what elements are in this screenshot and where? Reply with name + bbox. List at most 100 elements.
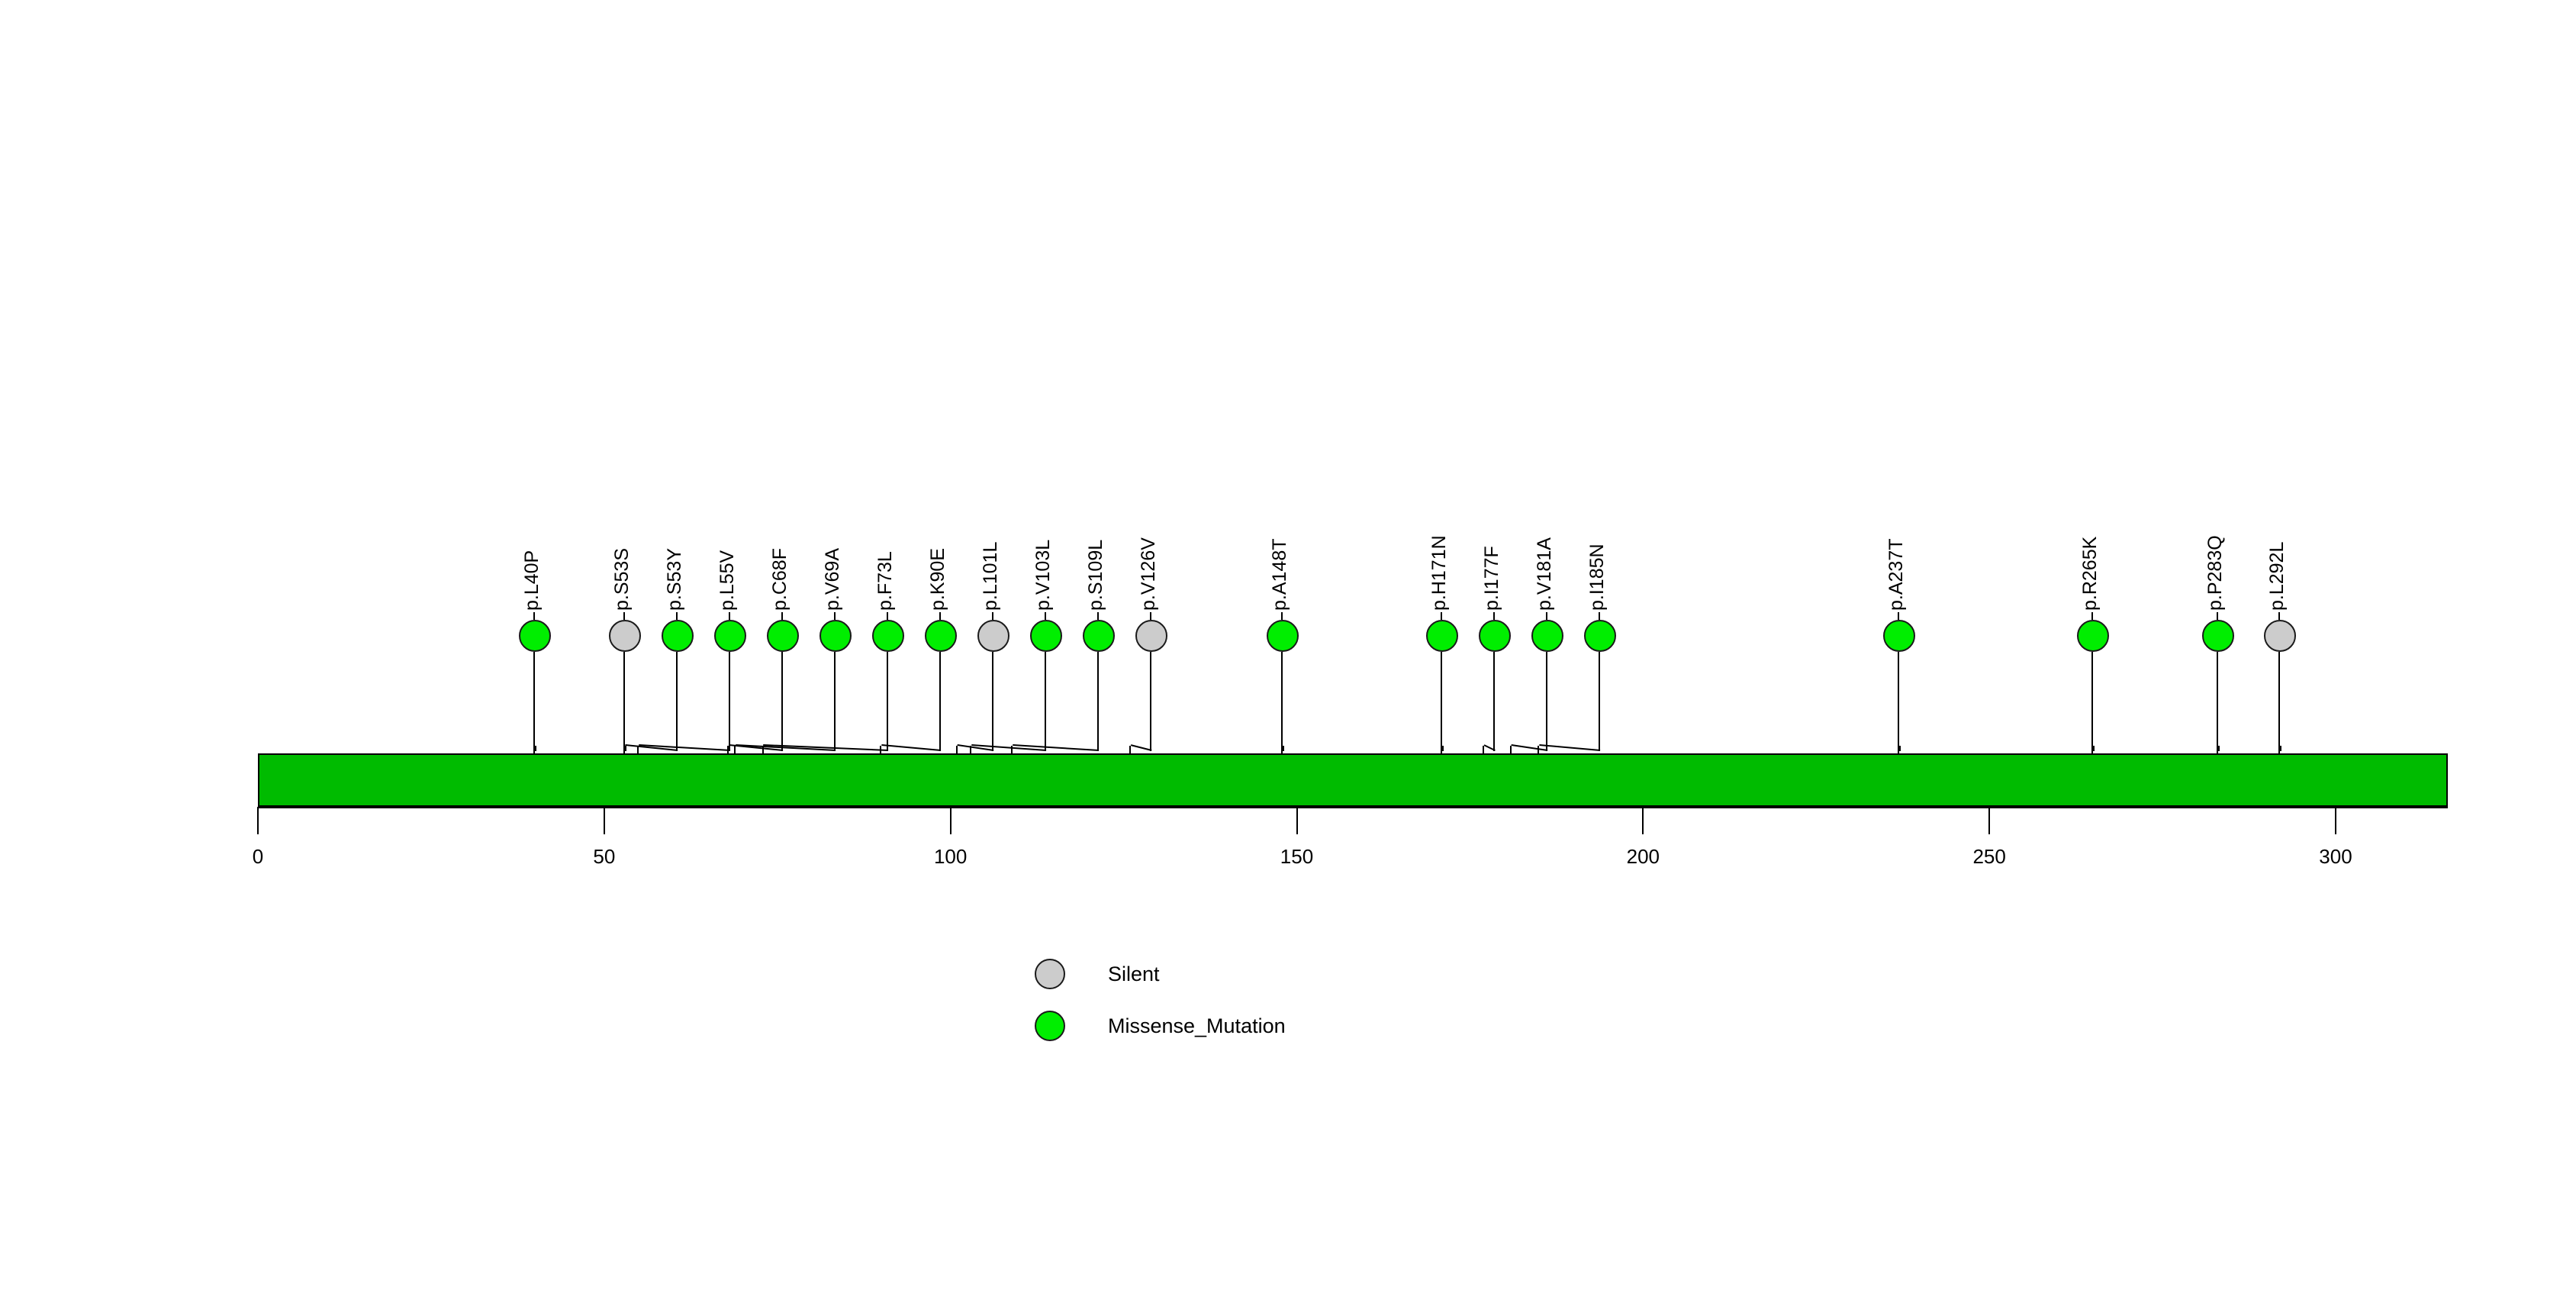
axis-tick-label: 100 xyxy=(933,845,968,868)
protein-backbone-bar xyxy=(258,753,2448,807)
lollipop-head-cap-tick xyxy=(1097,612,1100,620)
lollipop-stem-diagonal xyxy=(2093,746,2095,751)
lollipop-stem-vertical-top xyxy=(729,652,731,751)
lollipop-stem-vertical-top xyxy=(1546,652,1548,751)
lollipop-stem-vertical-top xyxy=(2278,652,2281,751)
lollipop-stem-diagonal xyxy=(1130,744,1152,751)
lollipop-head-cap-tick xyxy=(1546,612,1548,620)
axis-tick-label: 150 xyxy=(1280,845,1314,868)
axis-tick xyxy=(1296,807,1298,834)
lollipop-stem-diagonal xyxy=(881,744,942,751)
lollipop-label: p.K90E xyxy=(927,547,949,611)
lollipop-head[interactable] xyxy=(925,620,958,652)
lollipop-head[interactable] xyxy=(977,620,1010,652)
lollipop-label: p.L101L xyxy=(980,541,1002,611)
axis-baseline xyxy=(258,807,2448,808)
lollipop-label: p.S53S xyxy=(611,547,633,611)
lollipop-label: p.R265K xyxy=(2079,536,2101,611)
axis-tick xyxy=(603,807,605,834)
lollipop-head[interactable] xyxy=(2264,620,2297,652)
lollipop-stem-vertical-top xyxy=(939,652,942,751)
lollipop-head[interactable] xyxy=(819,620,852,652)
lollipop-head[interactable] xyxy=(767,620,800,652)
lollipop-head-cap-tick xyxy=(729,612,731,620)
lollipop-head-cap-tick xyxy=(834,612,836,620)
axis-tick xyxy=(2335,807,2336,834)
lollipop-head[interactable] xyxy=(872,620,905,652)
lollipop-head-cap-tick xyxy=(1281,612,1283,620)
lollipop-stem-vertical-top xyxy=(781,652,784,751)
lollipop-head[interactable] xyxy=(714,620,747,652)
lollipop-label: p.I177F xyxy=(1481,546,1503,611)
lollipop-stem-vertical-top xyxy=(992,652,994,751)
lollipop-head[interactable] xyxy=(2077,620,2110,652)
lollipop-head-cap-tick xyxy=(623,612,626,620)
lollipop-label: p.V126V xyxy=(1138,537,1160,611)
lollipop-head[interactable] xyxy=(662,620,694,652)
legend-color-swatch-silent xyxy=(1035,959,1065,989)
lollipop-head-cap-tick xyxy=(939,612,942,620)
lollipop-stem-diagonal xyxy=(2217,746,2220,751)
lollipop-stem-diagonal xyxy=(535,746,537,751)
lollipop-label: p.V69A xyxy=(822,547,844,611)
lollipop-label: p.S109L xyxy=(1085,539,1107,611)
lollipop-stem-diagonal xyxy=(625,746,627,751)
lollipop-stem-vertical-top xyxy=(676,652,678,751)
lollipop-head[interactable] xyxy=(1267,620,1299,652)
legend-item[interactable]: Missense_Mutation xyxy=(1035,1011,1286,1041)
lollipop-head[interactable] xyxy=(519,620,552,652)
lollipop-head-cap-tick xyxy=(1493,612,1496,620)
lollipop-head-cap-tick xyxy=(1441,612,1443,620)
lollipop-label: p.L40P xyxy=(521,550,543,611)
lollipop-head[interactable] xyxy=(1531,620,1564,652)
lollipop-stem-vertical-top xyxy=(1898,652,1900,751)
lollipop-stem-vertical-top xyxy=(1150,652,1152,751)
lollipop-head-cap-tick xyxy=(1045,612,1047,620)
lollipop-head[interactable] xyxy=(1030,620,1063,652)
lollipop-stem-vertical-top xyxy=(1599,652,1601,751)
lollipop-head-cap-tick xyxy=(887,612,889,620)
lollipop-head[interactable] xyxy=(1584,620,1617,652)
lollipop-head[interactable] xyxy=(1083,620,1116,652)
lollipop-stem-vertical-top xyxy=(834,652,836,751)
lollipop-stem-vertical-top xyxy=(533,652,536,751)
lollipop-head-cap-tick xyxy=(1898,612,1900,620)
lollipop-head[interactable] xyxy=(1135,620,1168,652)
lollipop-head[interactable] xyxy=(2201,620,2234,652)
lollipop-stem-vertical-top xyxy=(2091,652,2094,751)
lollipop-stem-vertical-top xyxy=(887,652,889,751)
lollipop-label: p.I185N xyxy=(1586,543,1608,611)
lollipop-label: p.S53Y xyxy=(664,547,686,611)
lollipop-label: p.A148T xyxy=(1269,538,1291,611)
lollipop-stem-diagonal xyxy=(1283,746,1285,751)
lollipop-head[interactable] xyxy=(1426,620,1459,652)
lollipop-stem-vertical-top xyxy=(1097,652,1100,751)
lollipop-label: p.L55V xyxy=(716,550,739,611)
lollipop-head-cap-tick xyxy=(781,612,784,620)
axis-tick xyxy=(949,807,952,834)
axis-tick-label: 200 xyxy=(1626,845,1660,868)
lollipop-stem-vertical-top xyxy=(623,652,626,751)
lollipop-stem-diagonal xyxy=(1539,744,1601,751)
lollipop-head[interactable] xyxy=(1479,620,1512,652)
lollipop-label: p.A237T xyxy=(1885,538,1908,611)
lollipop-stem-vertical-top xyxy=(1045,652,1047,751)
legend-item[interactable]: Silent xyxy=(1035,959,1160,989)
lollipop-head-cap-tick xyxy=(1150,612,1152,620)
axis-tick-label: 0 xyxy=(252,845,264,868)
lollipop-head-cap-tick xyxy=(2216,612,2218,620)
lollipop-label: p.L292L xyxy=(2266,541,2288,611)
lollipop-label: p.H171N xyxy=(1428,535,1451,611)
lollipop-head-cap-tick xyxy=(1599,612,1601,620)
legend-label: Missense_Mutation xyxy=(1108,1014,1286,1037)
lollipop-label: p.V181A xyxy=(1534,537,1556,611)
lollipop-head[interactable] xyxy=(1883,620,1916,652)
lollipop-stem-vertical-top xyxy=(2216,652,2218,751)
lollipop-stem-diagonal xyxy=(1899,746,1901,751)
legend-color-swatch-missense_mutation xyxy=(1035,1011,1065,1041)
lollipop-head-cap-tick xyxy=(676,612,678,620)
lollipop-head[interactable] xyxy=(609,620,642,652)
lollipop-stem-vertical-top xyxy=(1493,652,1496,751)
